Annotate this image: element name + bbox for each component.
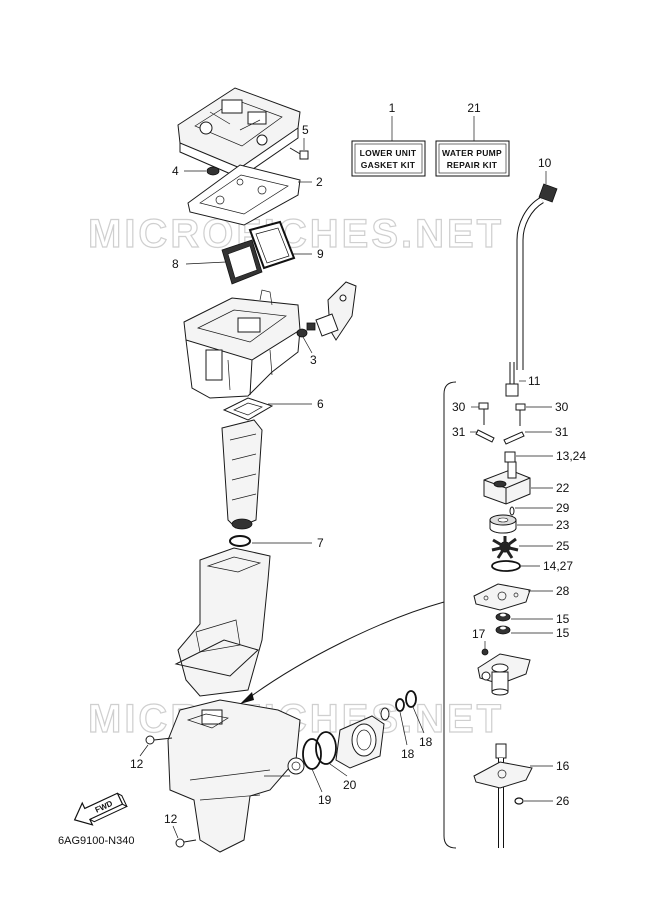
callout-31b: 31	[555, 425, 569, 439]
gasket-9	[248, 220, 296, 270]
callout-18b: 18	[419, 735, 433, 749]
drive-shaft-11	[505, 362, 519, 397]
callout-4: 4	[172, 164, 179, 178]
exhaust-guide	[221, 419, 263, 530]
callout-12b: 12	[164, 812, 178, 826]
callout-16: 16	[556, 759, 570, 773]
kit-lower-unit-gasket[interactable]: 1 LOWER UNIT GASKET KIT	[351, 101, 426, 177]
callout-17: 17	[472, 627, 486, 641]
oil-seal-housing-17	[477, 653, 531, 696]
callout-12a: 12	[130, 757, 144, 771]
upper-casing	[183, 289, 301, 399]
kit-1-line2: GASKET KIT	[361, 160, 416, 170]
callout-26: 26	[556, 794, 570, 808]
callout-31a: 31	[452, 425, 466, 439]
callout-7: 7	[317, 536, 324, 550]
callout-25: 25	[556, 539, 570, 553]
callout-19: 19	[318, 793, 332, 807]
bolt-30-right	[515, 403, 526, 426]
callout-3: 3	[310, 353, 317, 367]
callout-18a: 18	[401, 747, 415, 761]
fwd-direction-icon: FWD	[73, 792, 129, 826]
callout-9: 9	[317, 247, 324, 261]
callout-1: 1	[389, 101, 396, 115]
callout-6: 6	[317, 397, 324, 411]
diagram-code: 6AG9100-N340	[58, 835, 134, 847]
outer-plate-28	[473, 583, 531, 611]
kit-water-pump-repair[interactable]: 21 WATER PUMP REPAIR KIT	[435, 101, 510, 177]
callout-20: 20	[343, 778, 357, 792]
gasket-8	[221, 239, 263, 285]
callout-2: 2	[316, 175, 323, 189]
propeller-shaft-housing	[335, 715, 385, 769]
watermark-top: MICROFICHES.NET	[88, 212, 504, 256]
bolt-12-upper	[145, 735, 173, 745]
callout-21: 21	[467, 101, 481, 115]
kit-21-line1: WATER PUMP	[442, 148, 502, 158]
callout-14-27: 14,27	[543, 559, 573, 573]
kit-1-line1: LOWER UNIT	[360, 148, 417, 158]
upper-casing-cover	[177, 87, 301, 179]
pump-housing-22	[483, 461, 531, 505]
callout-30b: 30	[555, 400, 569, 414]
callout-5: 5	[302, 123, 309, 137]
bolt-12-lower	[175, 838, 197, 848]
callout-15a: 15	[556, 612, 570, 626]
callout-28: 28	[556, 584, 570, 598]
lower-casing	[167, 547, 305, 853]
bolt-30-left	[478, 402, 489, 425]
bolt-5	[289, 138, 309, 160]
callout-22: 22	[556, 481, 570, 495]
plate-16	[473, 761, 533, 789]
callout-10: 10	[538, 156, 552, 170]
group-bracket	[443, 381, 457, 849]
insert-cartridge-23	[489, 514, 517, 534]
callout-13-24: 13,24	[556, 449, 586, 463]
kit-21-line2: REPAIR KIT	[447, 160, 498, 170]
impeller-25	[491, 536, 519, 559]
callout-15b: 15	[556, 626, 570, 640]
gasket-6	[222, 397, 274, 421]
callout-11: 11	[528, 374, 541, 388]
callout-29: 29	[556, 501, 570, 515]
callout-30a: 30	[452, 400, 466, 414]
exhaust-cover	[306, 281, 357, 341]
water-tube-10	[516, 183, 558, 370]
callout-8: 8	[172, 257, 179, 271]
callout-23: 23	[556, 518, 570, 532]
gasket-2	[187, 164, 301, 226]
